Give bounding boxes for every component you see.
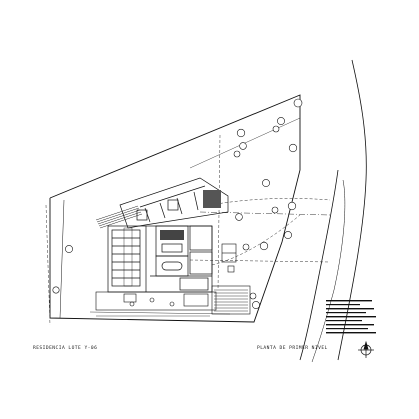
tree [293,98,303,108]
tree [284,231,292,239]
legend-block [326,300,376,334]
tree [262,179,270,187]
tree [65,245,73,253]
north-wing [119,177,229,229]
tree [252,301,260,309]
stairs-hatch [95,205,143,229]
tree [287,201,297,211]
tree [272,125,280,133]
trees [52,98,303,309]
tree [271,206,279,214]
tree [236,128,246,138]
garage [211,285,251,315]
service-block [221,243,237,273]
tree [259,241,269,251]
north-arrow [358,340,374,358]
tree [249,292,257,300]
terrace [89,291,231,317]
tree [52,286,60,294]
tree [233,150,241,158]
tree [288,143,298,153]
main-building [107,225,213,293]
tree [235,213,243,221]
tree [242,243,250,251]
tree [239,142,247,150]
drawing-title-left: RESIDENCIA LOTE Y-06 [33,346,98,351]
lot-boundary [49,94,301,323]
drawing-title-right: PLANTA DE PRIMER NIVEL [257,346,328,351]
road-edges [299,59,367,363]
tree [277,117,285,125]
